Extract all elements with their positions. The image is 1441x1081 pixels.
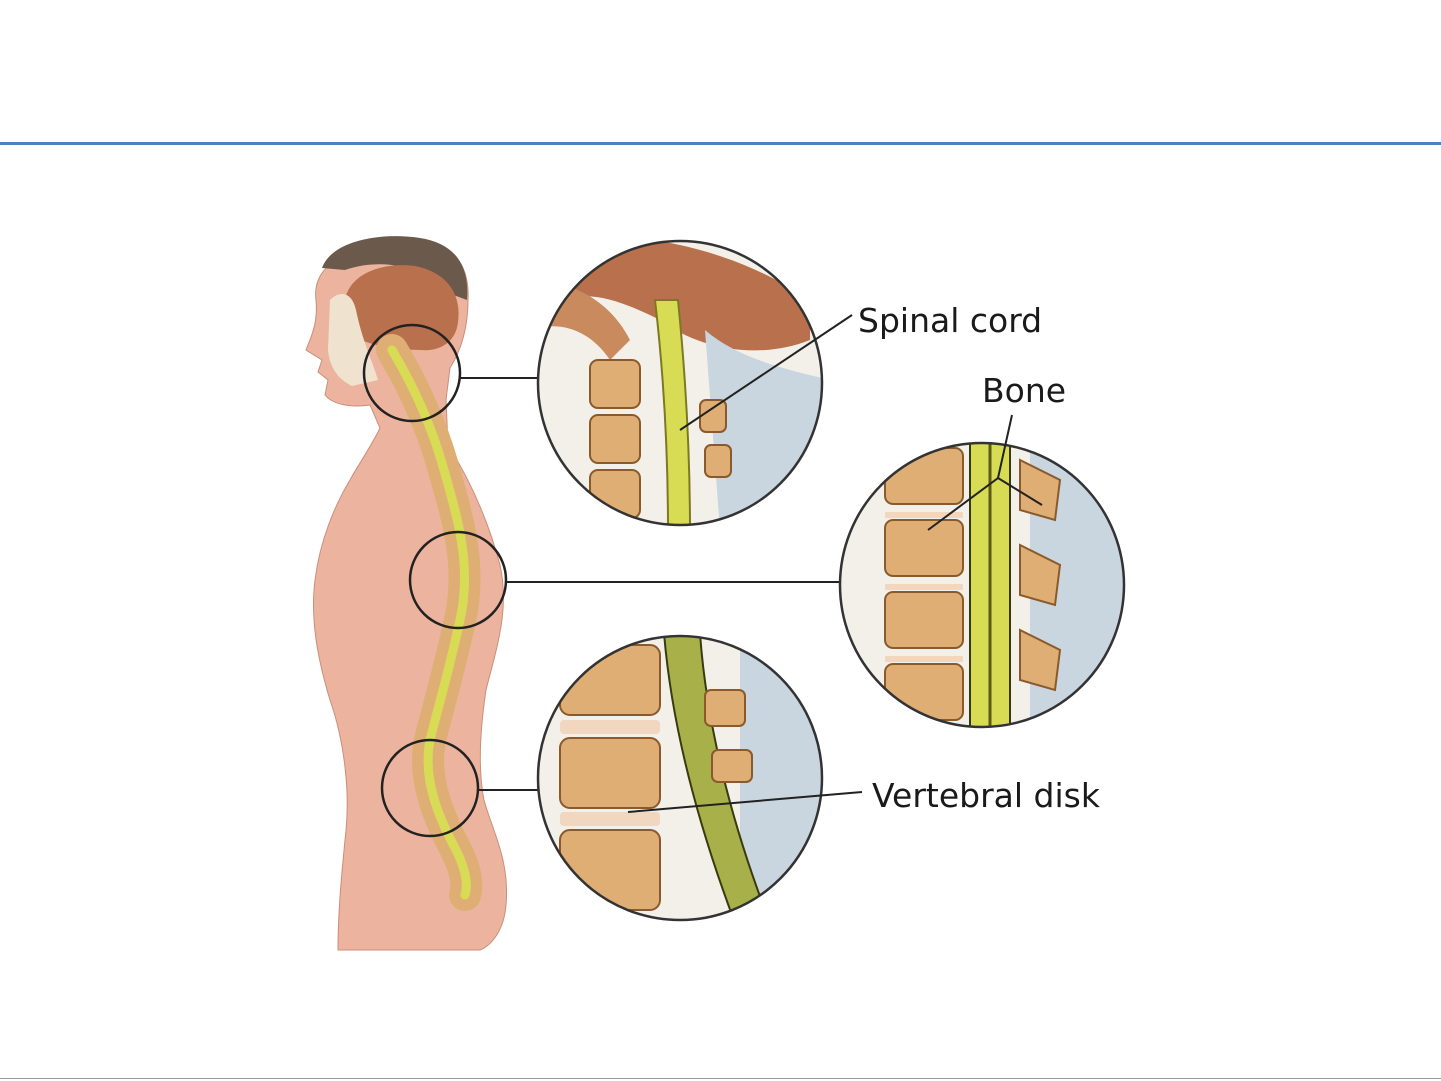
label-bone: Bone <box>982 371 1066 410</box>
body-figure <box>306 236 507 950</box>
label-vertebral-disk: Vertebral disk <box>872 776 1101 815</box>
magnified-view-cervical <box>530 230 830 530</box>
label-spinal-cord: Spinal cord <box>858 301 1042 340</box>
